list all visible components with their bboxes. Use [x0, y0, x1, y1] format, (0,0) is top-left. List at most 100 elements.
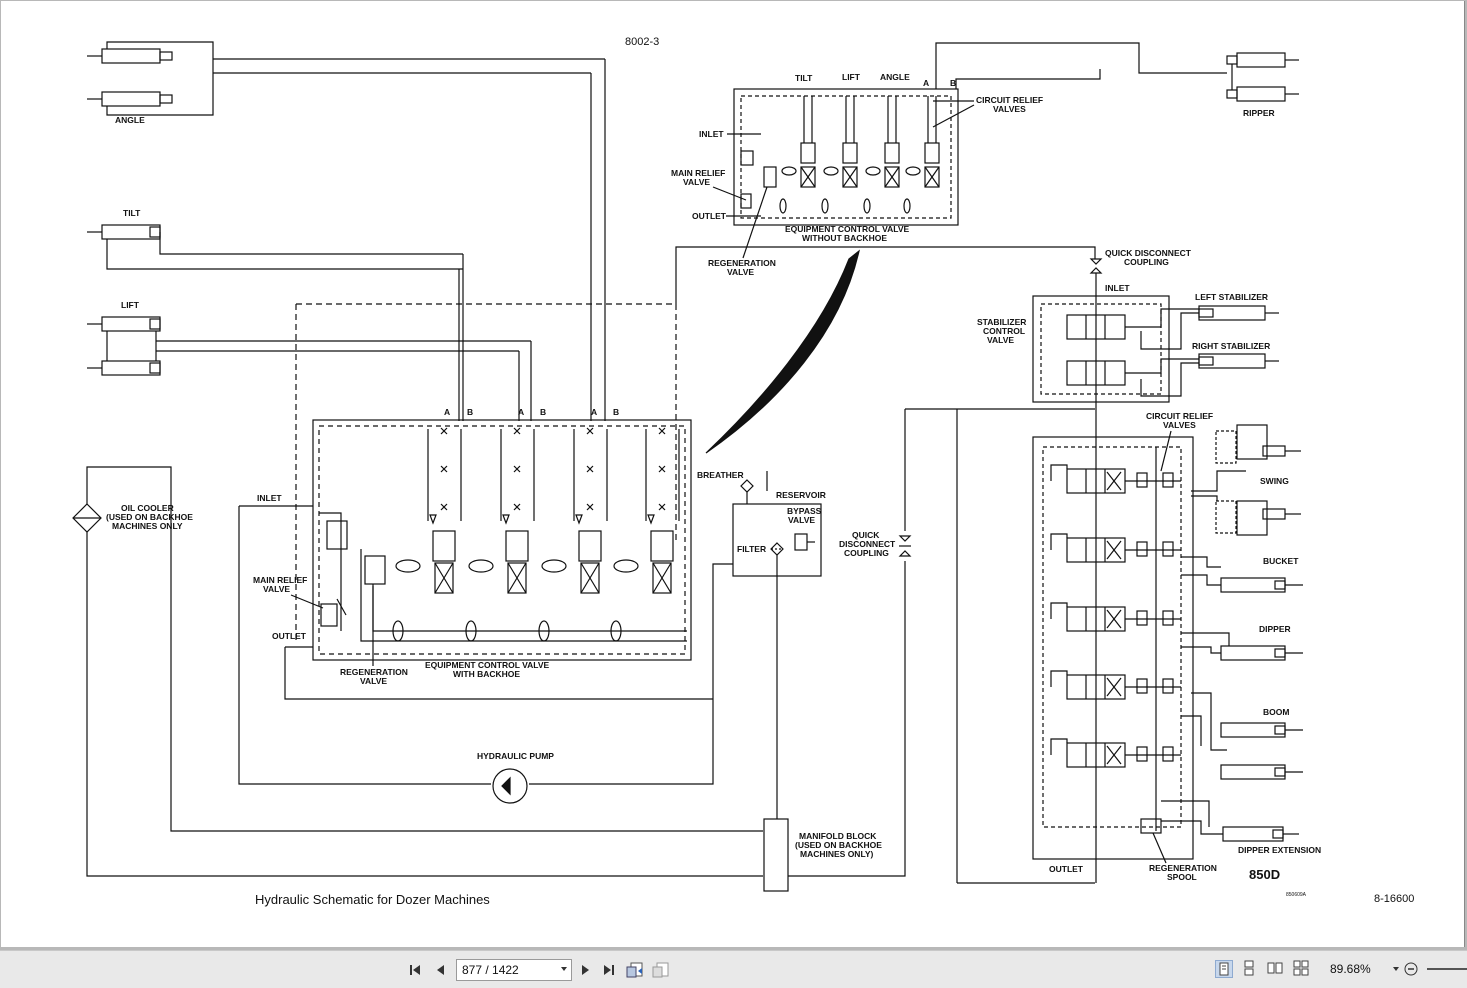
zoom-level[interactable]: 89.68%: [1330, 962, 1371, 976]
main-relief-label-2: VALVE: [263, 584, 290, 594]
oil-cooler-label-2: (USED ON BACKHOE: [106, 512, 193, 522]
backhoe-spool-section: [1050, 464, 1181, 494]
top-regen-label-2: VALVE: [727, 267, 754, 277]
regen-spool-label-1: REGENERATION: [1149, 863, 1217, 873]
right-circuit-relief-1: CIRCUIT RELIEF: [1146, 411, 1213, 421]
qd-coupling-right: QUICK DISCONNECT COUPLING: [1089, 248, 1192, 296]
breather-label: BREATHER: [697, 470, 744, 480]
svg-text:A: A: [518, 407, 524, 417]
top-outlet-label: OUTLET: [692, 211, 727, 221]
next-view-icon: [652, 962, 669, 978]
qd-label-2: DISCONNECT: [839, 539, 896, 549]
tilt-cylinder: TILT: [87, 208, 463, 270]
angle-label: ANGLE: [115, 115, 145, 125]
backhoe-spool-section: [1050, 738, 1181, 768]
zoom-dropdown-icon[interactable]: [1393, 967, 1399, 971]
qd-label-1: QUICK: [852, 530, 880, 540]
previous-page-icon: [437, 965, 444, 975]
regen-valve-label-2: VALVE: [360, 676, 387, 686]
pump-label: HYDRAULIC PUMP: [477, 751, 554, 761]
reservoir: BREATHER RESERVOIR BYPASS VALVE FILTER: [697, 470, 826, 819]
backhoe-spool-section: [1050, 602, 1181, 632]
oil-cooler: OIL COOLER (USED ON BACKHOE MACHINES ONL…: [72, 466, 763, 877]
continuous-view-button[interactable]: [1241, 960, 1259, 978]
manifold-block: MANIFOLD BLOCK (USED ON BACKHOE MACHINES…: [763, 561, 906, 892]
next-page-icon: [582, 965, 589, 975]
reservoir-label: RESERVOIR: [776, 490, 826, 500]
stabilizer-cylinders: LEFT STABILIZER RIGHT STABILIZER: [1140, 292, 1279, 397]
page-number-value: 877 / 1422: [462, 963, 519, 977]
continuous-facing-icon: [1293, 960, 1309, 976]
next-page-button[interactable]: [576, 961, 594, 979]
figure-number: 8-16600: [1374, 893, 1414, 905]
stab-label-3: VALVE: [987, 335, 1014, 345]
swing-cylinders: SWING: [1191, 424, 1301, 536]
go-forward-view-button[interactable]: [651, 961, 671, 979]
right-circuit-relief-2: VALVES: [1163, 420, 1196, 430]
ecv-outlet-label: OUTLET: [272, 631, 307, 641]
facing-view-button[interactable]: [1267, 960, 1285, 978]
single-page-view-button[interactable]: [1215, 960, 1233, 978]
zoom-slider[interactable]: [1427, 968, 1467, 970]
left-stabilizer-label: LEFT STABILIZER: [1195, 292, 1268, 302]
ecv-backhoe-label-2: WITH BACKHOE: [453, 669, 520, 679]
spool-section: [465, 427, 535, 642]
top-circuit-relief-1: CIRCUIT RELIEF: [976, 95, 1043, 105]
zoom-out-icon: [1404, 962, 1418, 976]
ripper-label: RIPPER: [1243, 108, 1275, 118]
main-relief-label-1: MAIN RELIEF: [253, 575, 307, 585]
oil-cooler-label-1: OIL COOLER: [121, 503, 174, 513]
spool-section: [610, 427, 680, 642]
svg-text:A: A: [591, 407, 597, 417]
doc-number: 8002-3: [625, 36, 659, 48]
manifold-label-3: MACHINES ONLY): [800, 849, 874, 859]
first-page-icon: [410, 965, 420, 975]
last-page-button[interactable]: [600, 961, 618, 979]
top-regen-label-1: REGENERATION: [708, 258, 776, 268]
document-viewport[interactable]: 8002-3 ANGLE TILT: [0, 0, 1467, 950]
model-number: 850D: [1249, 867, 1280, 882]
qd-right-label-2: COUPLING: [1124, 257, 1169, 267]
figure-caption: Hydraulic Schematic for Dozer Machines: [255, 892, 490, 907]
previous-page-button[interactable]: [432, 961, 450, 979]
dipper-extension-cylinder: DIPPER EXTENSION: [1161, 800, 1321, 855]
cylinder-lines: [458, 59, 606, 421]
spool-section: [392, 427, 462, 642]
top-main-relief-1: MAIN RELIEF: [671, 168, 725, 178]
hydraulic-pump: HYDRAULIC PUMP: [477, 751, 554, 804]
regen-valve-label-1: REGENERATION: [340, 667, 408, 677]
chevron-down-icon: [561, 967, 567, 971]
top-main-relief-2: VALVE: [683, 177, 710, 187]
svg-text:B: B: [467, 407, 473, 417]
right-stabilizer-label: RIGHT STABILIZER: [1192, 341, 1270, 351]
first-page-button[interactable]: [406, 961, 424, 979]
dipper-cylinder: DIPPER: [1181, 624, 1303, 661]
bypass-label-1: BYPASS: [787, 506, 822, 516]
stabilizer-control-valve: INLET STABILIZER CONTROL VALVE: [977, 283, 1199, 883]
lift-label: LIFT: [121, 300, 140, 310]
zoom-out-button[interactable]: [1403, 960, 1419, 978]
top-inlet-label: INLET: [699, 129, 724, 139]
qd-right-label-1: QUICK DISCONNECT: [1105, 248, 1192, 258]
svg-text:B: B: [613, 407, 619, 417]
hydraulic-schematic: 8002-3 ANGLE TILT: [72, 36, 1414, 907]
stab-label-2: CONTROL: [983, 326, 1025, 336]
backhoe-spool-section: [1050, 670, 1181, 700]
continuous-facing-view-button[interactable]: [1293, 960, 1311, 978]
svg-text:B: B: [950, 78, 956, 88]
regen-spool-label-2: SPOOL: [1167, 872, 1197, 882]
top-spool-section: [821, 96, 858, 214]
small-code: 850609A: [1286, 892, 1307, 898]
filter-label: FILTER: [737, 544, 766, 554]
go-back-view-button[interactable]: [625, 961, 645, 979]
ecv-without-backhoe: TILT LIFT ANGLE A B CIRCUIT RELIEF VALVE…: [671, 42, 1227, 304]
facing-pages-icon: [1267, 962, 1283, 974]
ecv-with-backhoe: INLET MAIN RELIEF VALVE OUTLET REGENERAT…: [238, 407, 733, 785]
backhoe-spool-section: [1050, 533, 1181, 563]
qd-label-3: COUPLING: [844, 548, 889, 558]
dipper-label: DIPPER: [1259, 624, 1291, 634]
page-number-input[interactable]: 877 / 1422: [456, 959, 572, 981]
document-page: 8002-3 ANGLE TILT: [1, 1, 1465, 947]
ecv-nobh-label-1: EQUIPMENT CONTROL VALVE: [785, 224, 910, 234]
boom-label: BOOM: [1263, 707, 1289, 717]
